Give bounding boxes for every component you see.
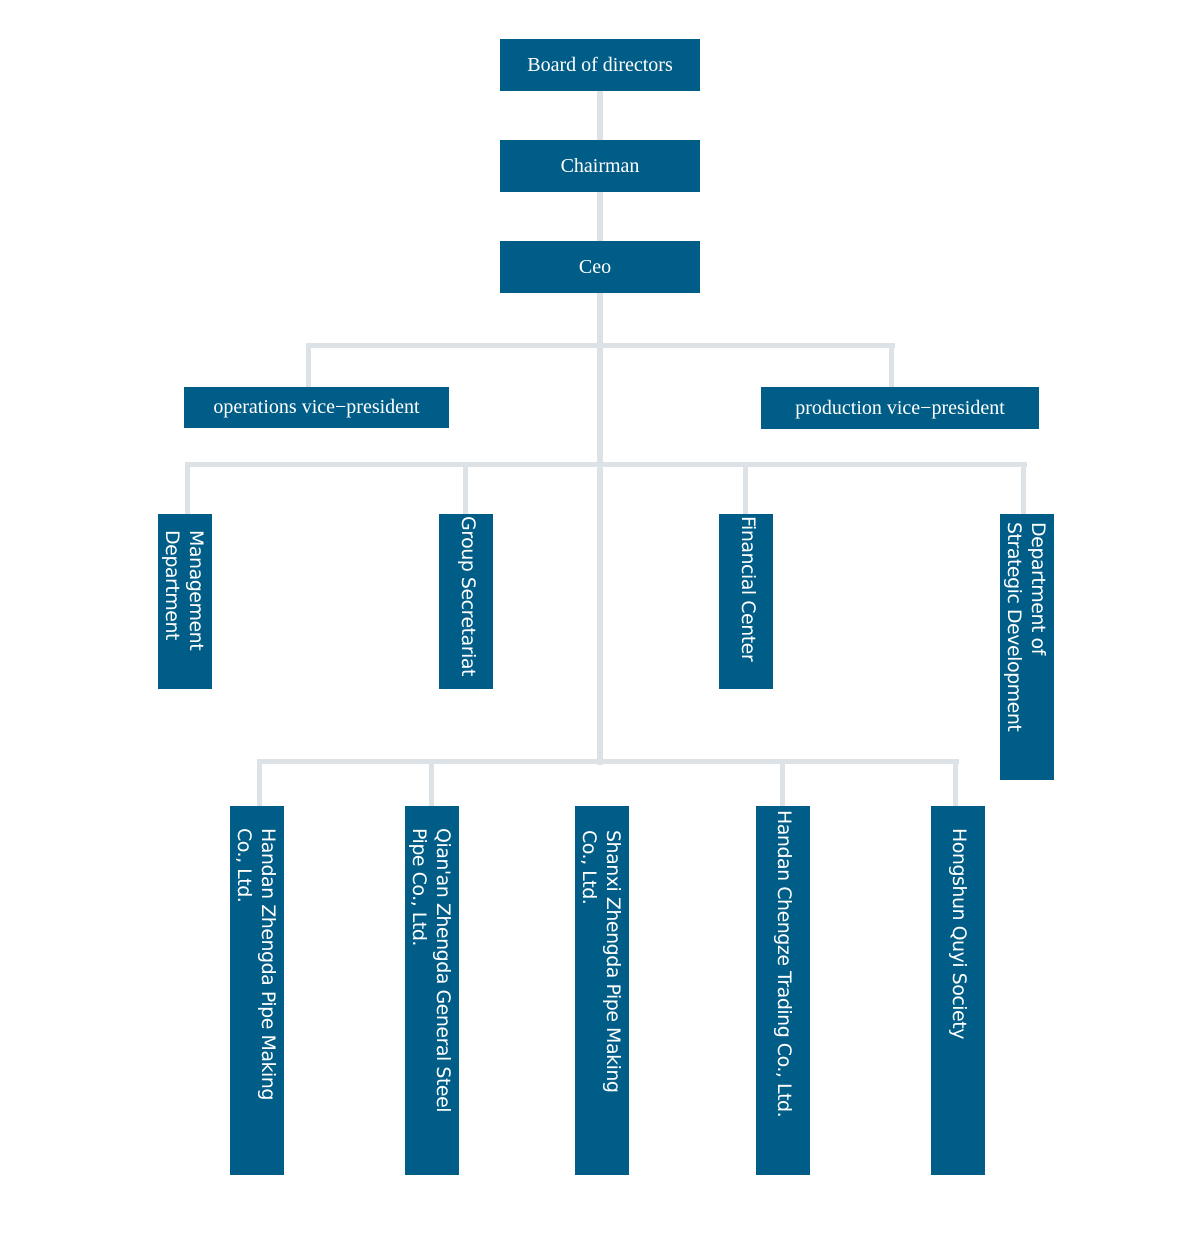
node-label: Handan Zhengda Pipe Making Co., Ltd. bbox=[233, 828, 279, 1100]
connector-sub-1 bbox=[257, 759, 262, 806]
connector-dept-3 bbox=[743, 462, 748, 514]
connector-trunk bbox=[597, 91, 603, 765]
node-production-vp: production vice−president bbox=[761, 387, 1039, 429]
node-financial-center: Financial Center bbox=[719, 514, 773, 689]
node-shanxi-zhengda: Shanxi Zhengda Pipe Making Co., Ltd. bbox=[575, 806, 629, 1175]
connector-sub-4 bbox=[780, 759, 785, 806]
node-label: production vice−president bbox=[795, 396, 1005, 419]
node-label: Board of directors bbox=[527, 53, 673, 76]
connector-vp-bar bbox=[306, 343, 895, 348]
connector-dept-2 bbox=[463, 462, 468, 514]
node-management-department: Management Department bbox=[158, 514, 212, 689]
connector-vp-ops bbox=[306, 343, 311, 387]
node-label: Management Department bbox=[161, 530, 207, 651]
connector-dept-1 bbox=[185, 462, 190, 514]
node-label: Handan Chengze Trading Co., Ltd. bbox=[773, 810, 795, 1118]
node-label: Department of Strategic Development bbox=[1003, 522, 1049, 732]
node-group-secretariat: Group Secretariat bbox=[439, 514, 493, 689]
node-handan-zhengda: Handan Zhengda Pipe Making Co., Ltd. bbox=[230, 806, 284, 1175]
node-qianan-zhengda: Qian'an Zhengda General Steel Pipe Co., … bbox=[405, 806, 459, 1175]
node-label: Group Secretariat bbox=[457, 516, 479, 676]
connector-vp-prod bbox=[889, 343, 894, 387]
node-operations-vp: operations vice−president bbox=[184, 387, 449, 428]
node-hongshun-quyi: Hongshun Quyi Society bbox=[931, 806, 985, 1175]
node-handan-chengze: Handan Chengze Trading Co., Ltd. bbox=[756, 806, 810, 1175]
node-chairman: Chairman bbox=[500, 140, 700, 192]
node-label: Qian'an Zhengda General Steel Pipe Co., … bbox=[408, 828, 454, 1113]
connector-sub-2 bbox=[429, 759, 434, 806]
node-board-of-directors: Board of directors bbox=[500, 39, 700, 91]
connector-dept-bar bbox=[185, 462, 1027, 467]
node-label: Shanxi Zhengda Pipe Making Co., Ltd. bbox=[578, 830, 624, 1093]
connector-sub-5 bbox=[953, 759, 958, 806]
node-ceo: Ceo bbox=[500, 241, 700, 293]
node-strategic-development: Department of Strategic Development bbox=[1000, 514, 1054, 780]
connector-sub-bar bbox=[257, 759, 959, 764]
node-label: Hongshun Quyi Society bbox=[948, 828, 970, 1039]
node-label: operations vice−president bbox=[213, 396, 420, 418]
connector-dept-4 bbox=[1021, 462, 1026, 514]
node-label: Chairman bbox=[560, 154, 640, 177]
node-label: Ceo bbox=[578, 255, 612, 278]
node-label: Financial Center bbox=[737, 516, 759, 662]
